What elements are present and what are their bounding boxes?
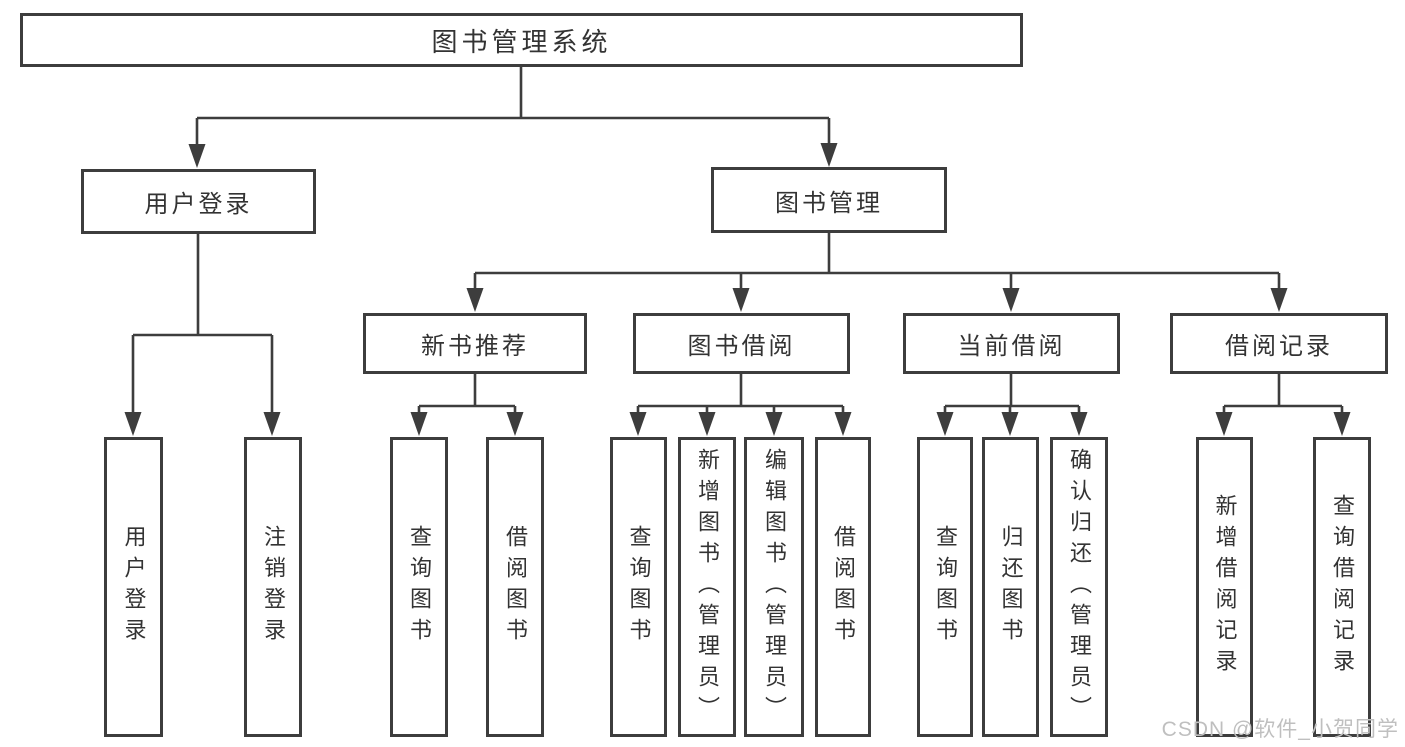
node-label: 图书管理系统: [431, 26, 612, 57]
leaf-label: 编辑图书（管理员）: [762, 447, 787, 727]
leaf-query-books-borrow: 查询图书: [610, 437, 667, 737]
leaf-label: 用户登录: [121, 525, 147, 649]
node-current-borrow: 当前借阅: [903, 313, 1120, 374]
node-label: 新书推荐: [421, 333, 529, 360]
node-borrow-records: 借阅记录: [1170, 313, 1388, 374]
leaf-label: 查询图书: [933, 525, 958, 649]
leaf-query-borrow-record: 查询借阅记录: [1313, 437, 1371, 737]
node-book-borrow: 图书借阅: [633, 313, 850, 374]
node-label: 当前借阅: [957, 333, 1066, 360]
leaf-query-books-newbook: 查询图书: [390, 437, 448, 737]
leaf-label: 查询借阅记录: [1330, 494, 1355, 680]
leaf-confirm-return-admin: 确认归还（管理员）: [1050, 437, 1108, 737]
leaf-logout: 注销登录: [244, 437, 302, 737]
leaf-label: 查询图书: [626, 525, 652, 649]
leaf-label: 确认归还（管理员）: [1067, 447, 1092, 727]
leaf-label: 新增借阅记录: [1212, 494, 1238, 680]
node-label: 借阅记录: [1225, 333, 1333, 360]
node-new-book-recommend: 新书推荐: [363, 313, 587, 374]
leaf-borrow-books: 借阅图书: [815, 437, 871, 737]
node-user-login: 用户登录: [81, 169, 316, 234]
leaf-label: 借阅图书: [503, 525, 528, 649]
leaf-borrow-books-newbook: 借阅图书: [486, 437, 544, 737]
leaf-label: 归还图书: [998, 525, 1024, 649]
leaf-label: 借阅图书: [831, 525, 856, 649]
leaf-edit-books-admin: 编辑图书（管理员）: [744, 437, 804, 737]
leaf-label: 新增图书（管理员）: [695, 447, 720, 727]
node-label: 用户登录: [144, 191, 253, 218]
node-label: 图书借阅: [687, 333, 796, 360]
leaf-label: 查询图书: [407, 525, 432, 649]
leaf-label: 注销登录: [261, 525, 286, 649]
leaf-user-login: 用户登录: [104, 437, 163, 737]
csdn-watermark: CSDN @软件_小贺同学: [1161, 718, 1399, 741]
node-book-management: 图书管理: [711, 167, 947, 233]
leaf-return-books: 归还图书: [982, 437, 1039, 737]
leaf-query-books-current: 查询图书: [917, 437, 973, 737]
node-library-management-system: 图书管理系统: [20, 13, 1023, 67]
node-label: 图书管理: [775, 189, 883, 217]
leaf-add-books-admin: 新增图书（管理员）: [678, 437, 736, 737]
leaf-add-borrow-record: 新增借阅记录: [1196, 437, 1253, 737]
